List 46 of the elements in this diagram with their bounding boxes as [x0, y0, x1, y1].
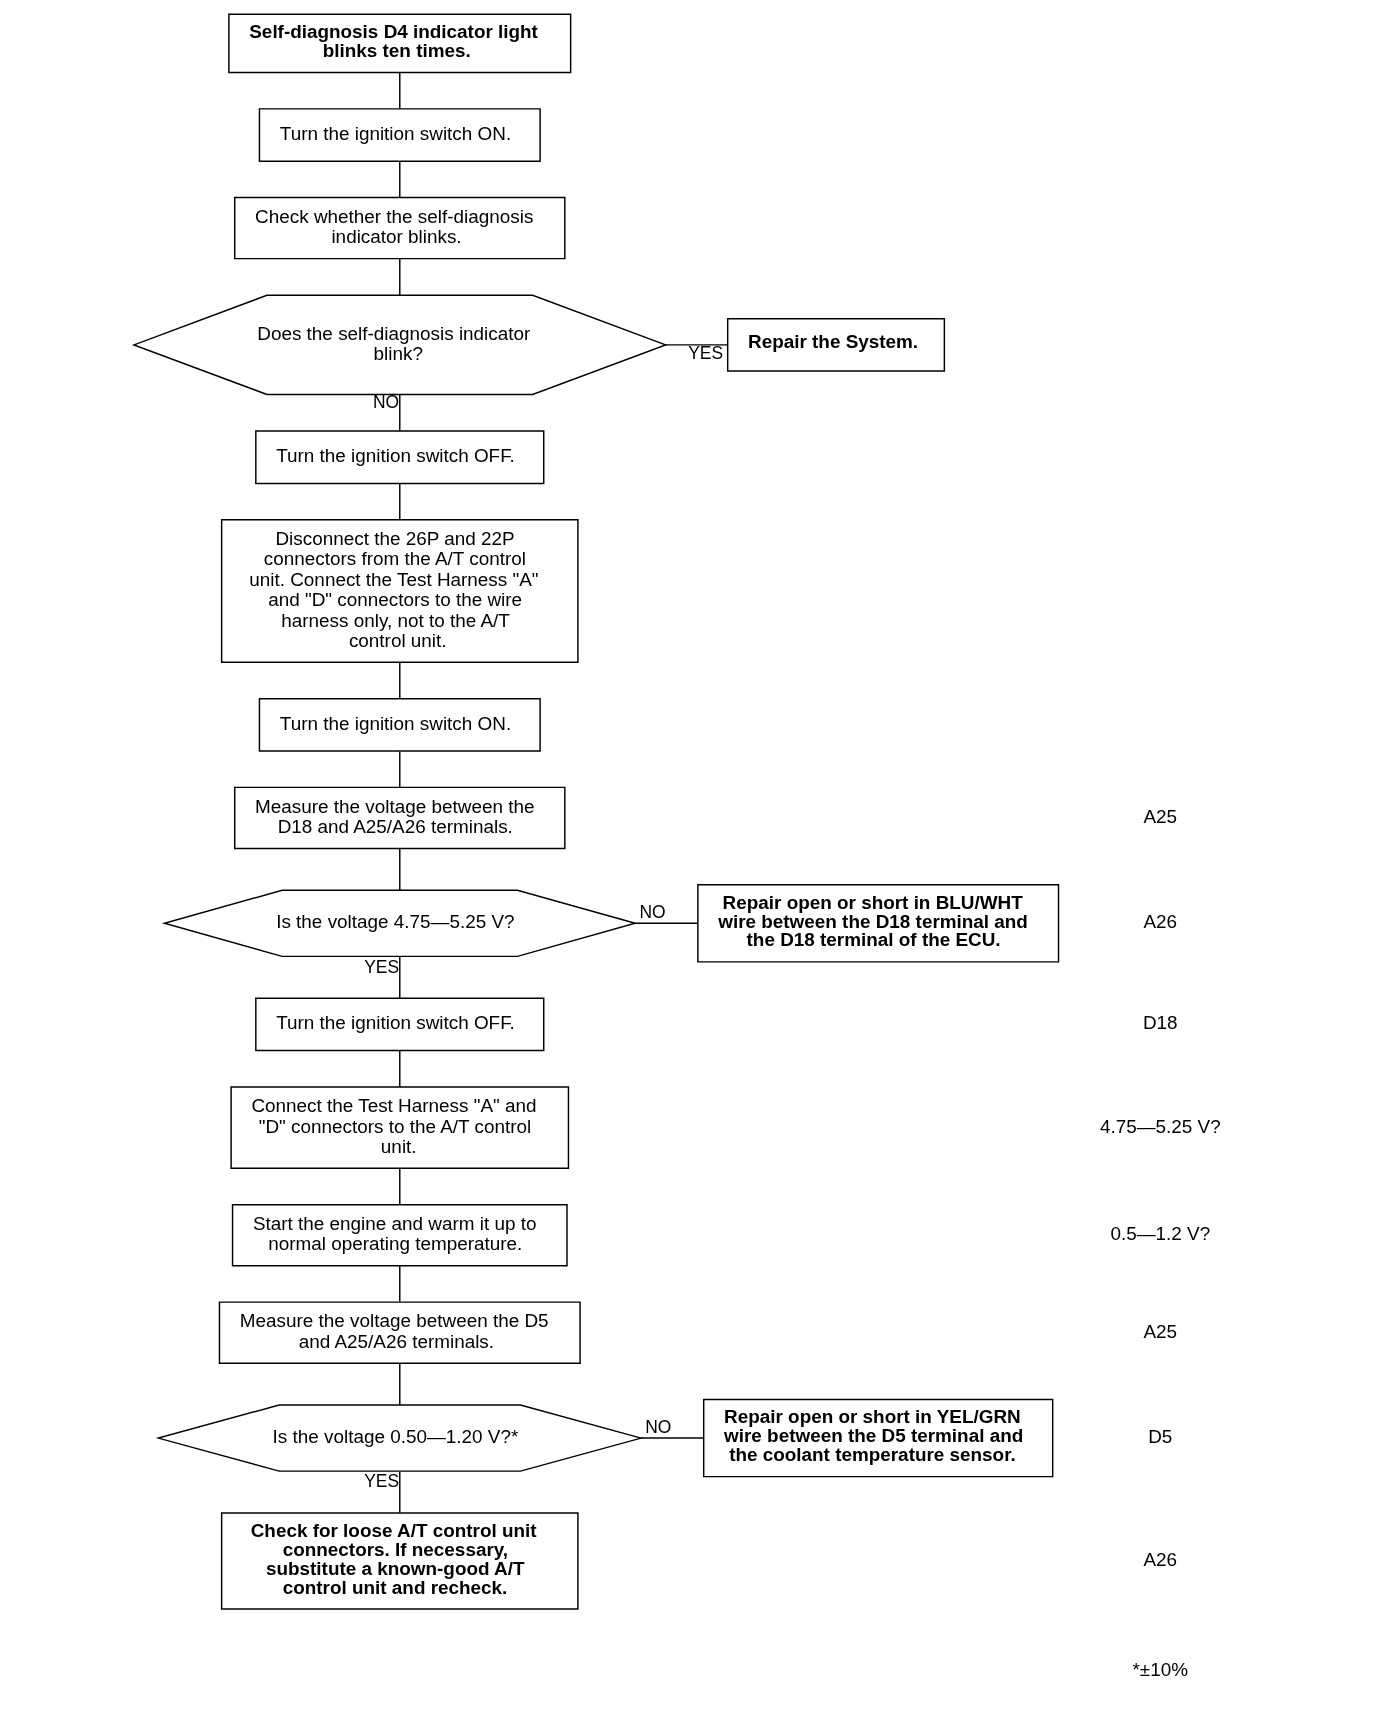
- label: D5: [1147, 1426, 1172, 1448]
- node-box: Check for loose A/T control unit connectors. If necessary, substitute a known-good A/T control unit and recheck.: [220, 1512, 579, 1610]
- connector: [398, 72, 400, 110]
- connector: [398, 1167, 400, 1205]
- node-box: Measure the voltage between the D5 and A25/A26 terminals.: [218, 1301, 581, 1364]
- connector: [398, 393, 400, 432]
- label: 4.75—5.25 V?: [1099, 1115, 1221, 1137]
- label: 0.5—1.2 V?: [1109, 1223, 1210, 1245]
- connector: [398, 1265, 400, 1303]
- label: A25: [1142, 1320, 1177, 1342]
- node-box: Turn the ignition switch OFF.: [254, 997, 544, 1052]
- edge-label: NO: [644, 1417, 671, 1438]
- node-box: Repair the System.: [726, 317, 945, 372]
- edge-label: YES: [687, 342, 723, 363]
- node-box: Connect the Test Harness "A" and "D" connectors to the A/T control unit.: [229, 1086, 569, 1170]
- label: A26: [1142, 911, 1177, 933]
- connector: [398, 1362, 400, 1406]
- connector: [398, 955, 400, 999]
- node-box: Check whether the self-diagnosis indicator blinks.: [233, 196, 566, 260]
- connector: [664, 344, 728, 346]
- edge-label: YES: [363, 956, 399, 977]
- node-box: Repair open or short in BLU/WHT wire between the D18 terminal and the D18 terminal of the ECU.: [696, 884, 1059, 963]
- connector: [398, 483, 400, 520]
- node-box: Measure the voltage between the D18 and A25/A26 terminals.: [233, 786, 566, 850]
- label: A25: [1142, 805, 1177, 827]
- node-box: Repair open or short in YEL/GRN wire between the D5 terminal and the coolant temperature sensor.: [702, 1398, 1053, 1478]
- label: *±10%: [1132, 1659, 1188, 1681]
- connector: [398, 258, 400, 296]
- connector: [398, 750, 400, 788]
- edge-label: NO: [638, 902, 666, 923]
- node-box: Turn the ignition switch ON.: [258, 697, 541, 752]
- node-box: Start the engine and warm it up to normal operating temperature.: [231, 1203, 568, 1267]
- connector: [398, 160, 400, 198]
- connector: [634, 922, 698, 925]
- label: D18: [1142, 1012, 1178, 1034]
- label: A26: [1142, 1548, 1177, 1570]
- node-box: Turn the ignition switch OFF.: [254, 430, 544, 485]
- edge-label: YES: [363, 1470, 399, 1491]
- connector: [639, 1437, 704, 1439]
- connector: [398, 1470, 400, 1514]
- connector: [398, 1049, 400, 1088]
- node-box: Self-diagnosis D4 indicator light blinks ten times.: [227, 13, 571, 74]
- connector: [398, 847, 400, 891]
- node-box: Turn the ignition switch ON.: [258, 108, 541, 162]
- node-box: Disconnect the 26P and 22P connectors from the A/T control unit. Connect the Test Harness "A" and "D" connectors to the wire harness only, not to the A/T control unit.: [220, 519, 579, 664]
- connector: [398, 661, 400, 700]
